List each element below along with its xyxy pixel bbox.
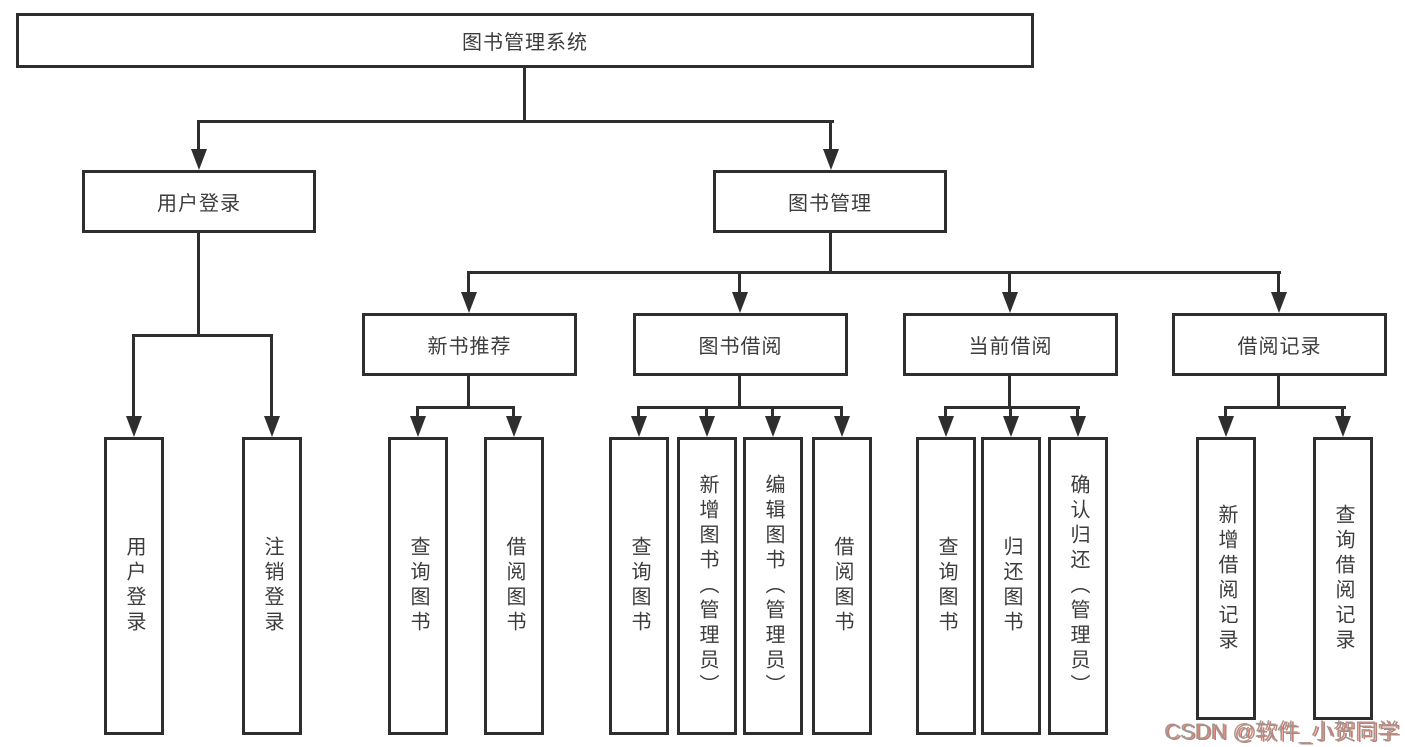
arrowhead-icon [699, 416, 715, 437]
connector-line [1076, 406, 1079, 418]
connector-line [840, 406, 843, 418]
node-book-management: 图书管理 [713, 170, 947, 233]
connector-line [1008, 376, 1011, 408]
connector-line [523, 66, 526, 122]
connector-line [197, 120, 200, 154]
connector-line [637, 406, 640, 418]
connector-line [738, 271, 741, 296]
leaf-borrow-books-recommend: 借阅图书 [484, 437, 544, 735]
connector-line [1008, 271, 1011, 296]
connector-line [512, 406, 515, 418]
arrowhead-icon [1002, 292, 1018, 313]
leaf-user-login: 用户登录 [104, 437, 164, 735]
arrowhead-icon [461, 292, 477, 313]
connector-line [705, 406, 708, 418]
leaf-query-books-current: 查询图书 [916, 437, 976, 735]
connector-line [1009, 406, 1012, 418]
arrowhead-icon [631, 416, 647, 437]
arrowhead-icon [1218, 416, 1234, 437]
leaf-borrow-books: 借阅图书 [812, 437, 872, 735]
arrowhead-icon [938, 416, 954, 437]
arrowhead-icon [1271, 292, 1287, 313]
connector-line [738, 376, 741, 408]
arrowhead-icon [410, 416, 426, 437]
leaf-query-books-borrow: 查询图书 [609, 437, 669, 735]
node-borrowing-records: 借阅记录 [1172, 313, 1387, 376]
connector-line [467, 271, 470, 296]
connector-line [416, 406, 515, 409]
leaf-add-books-admin: 新增图书（管理员） [677, 437, 737, 735]
arrowhead-icon [1003, 416, 1019, 437]
arrowhead-icon [1070, 416, 1086, 437]
node-new-book-recommendation: 新书推荐 [362, 313, 577, 376]
arrowhead-icon [506, 416, 522, 437]
connector-line [467, 376, 470, 408]
connector-line [829, 120, 832, 154]
connector-line [1277, 376, 1280, 408]
connector-line [829, 231, 832, 274]
node-current-borrowing: 当前借阅 [903, 313, 1118, 376]
arrowhead-icon [1335, 416, 1351, 437]
leaf-add-borrow-record: 新增借阅记录 [1196, 437, 1256, 720]
connector-line [416, 406, 419, 418]
leaf-return-books: 归还图书 [981, 437, 1041, 735]
connector-line [771, 406, 774, 418]
connector-line [467, 271, 1281, 274]
arrowhead-icon [732, 292, 748, 313]
csdn-watermark: CSDN @软件_小贺同学 [1163, 719, 1399, 744]
node-library-system: 图书管理系统 [16, 13, 1034, 68]
connector-line [1224, 406, 1346, 409]
connector-line [132, 334, 135, 418]
connector-line [197, 233, 200, 337]
node-user-login: 用户登录 [82, 170, 316, 233]
connector-line [637, 406, 842, 409]
connector-line [944, 406, 1080, 409]
arrowhead-icon [823, 149, 839, 170]
arrowhead-icon [765, 416, 781, 437]
connector-line [944, 406, 947, 418]
leaf-query-borrow-record: 查询借阅记录 [1313, 437, 1373, 720]
leaf-logout: 注销登录 [242, 437, 302, 735]
arrowhead-icon [264, 416, 280, 437]
connector-line [197, 120, 834, 123]
connector-line [1224, 406, 1227, 418]
leaf-confirm-return-admin: 确认归还（管理员） [1048, 437, 1108, 735]
connector-line [270, 334, 273, 418]
connector-line [132, 334, 273, 337]
arrowhead-icon [191, 149, 207, 170]
leaf-edit-books-admin: 编辑图书（管理员） [743, 437, 803, 735]
leaf-query-books-recommend: 查询图书 [388, 437, 448, 735]
arrowhead-icon [834, 416, 850, 437]
connector-line [1277, 271, 1280, 296]
node-book-borrowing: 图书借阅 [633, 313, 848, 376]
connector-line [1341, 406, 1344, 418]
arrowhead-icon [126, 416, 142, 437]
